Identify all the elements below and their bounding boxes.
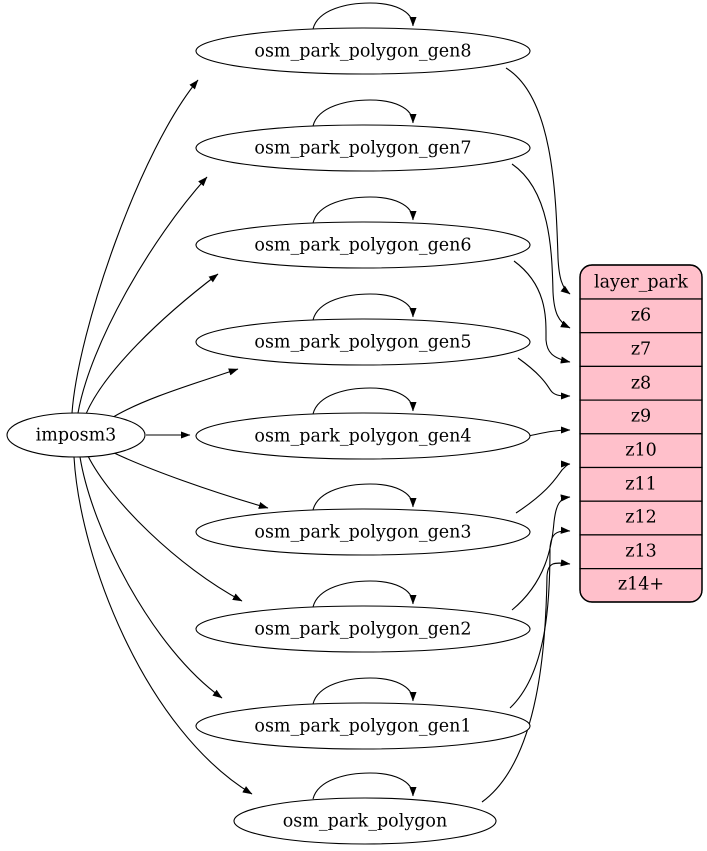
node-gen4-label: osm_park_polygon_gen4	[254, 427, 471, 447]
node-gen2-label: osm_park_polygon_gen2	[254, 620, 471, 640]
node-imposm3-shape[interactable]	[6, 412, 146, 458]
edge-gen8-to-z6	[505, 67, 571, 295]
node-gen5[interactable]: osm_park_polygon_gen5	[195, 318, 531, 366]
edge-imposm3-to-gen7	[77, 176, 208, 414]
layer-park-row-z12-cell[interactable]	[579, 500, 703, 536]
node-imposm3[interactable]: imposm3	[6, 412, 146, 458]
self-loop-gen6	[312, 196, 417, 224]
node-gen4[interactable]: osm_park_polygon_gen4	[195, 412, 531, 460]
edge-gen1-to-z13	[509, 526, 571, 709]
layer-park-row-z8-cell[interactable]	[579, 365, 703, 401]
node-gen3-shape[interactable]	[195, 508, 531, 556]
node-gen7-shape[interactable]	[195, 124, 531, 172]
edge-gen3-to-z11	[515, 460, 571, 514]
layer-park-row-z8-label: z8	[631, 374, 651, 394]
node-gen8-shape[interactable]	[195, 27, 531, 75]
layer-park-row-z10-label: z10	[625, 441, 657, 461]
node-gen6-label: osm_park_polygon_gen6	[254, 236, 471, 256]
edge-imposm3-to-gen8	[71, 79, 199, 414]
edge-gen2-to-z12	[511, 494, 571, 611]
node-gen1-shape[interactable]	[195, 702, 531, 750]
node-gen2[interactable]: osm_park_polygon_gen2	[195, 605, 531, 653]
node-imposm3-label: imposm3	[36, 426, 117, 446]
layer-park-row-z11-label: z11	[625, 475, 657, 495]
node-base[interactable]: osm_park_polygon	[233, 797, 497, 845]
self-loop-gen7	[312, 99, 417, 127]
edges-nodes-to-layer	[481, 67, 571, 803]
node-gen5-label: osm_park_polygon_gen5	[254, 333, 471, 353]
edges-imposm3-to-nodes	[71, 79, 269, 795]
layer-park-row-z9-label: z9	[631, 407, 651, 427]
node-gen4-shape[interactable]	[195, 412, 531, 460]
layer-park-row-z6-cell[interactable]	[579, 298, 703, 334]
layer-park-row-z7-label: z7	[631, 340, 651, 360]
edge-imposm3-to-gen5	[109, 368, 239, 420]
node-gen8[interactable]: osm_park_polygon_gen8	[195, 27, 531, 75]
layer-park-row-z6-label: z6	[631, 306, 651, 326]
edge-gen6-to-z8	[513, 260, 571, 364]
edge-imposm3-to-gen6	[85, 273, 219, 415]
self-loop-gen8	[312, 2, 417, 30]
edge-gen4-to-z10	[523, 426, 571, 438]
edge-imposm3-to-gen1	[79, 456, 223, 699]
node-base-label: osm_park_polygon	[283, 812, 447, 832]
node-gen1[interactable]: osm_park_polygon_gen1	[195, 702, 531, 750]
edge-imposm3-to-gen2	[87, 455, 243, 602]
node-gen6[interactable]: osm_park_polygon_gen6	[195, 221, 531, 269]
layer-park-row-z9-cell[interactable]	[579, 399, 703, 435]
self-loop-gen3	[312, 483, 417, 511]
node-gen7-label: osm_park_polygon_gen7	[254, 139, 471, 159]
self-loop-gen2	[312, 580, 417, 608]
node-gen6-shape[interactable]	[195, 221, 531, 269]
node-gen2-shape[interactable]	[195, 605, 531, 653]
self-loops	[312, 2, 417, 800]
edge-gen5-to-z9	[517, 357, 571, 400]
layer-park-row-z11-cell[interactable]	[579, 466, 703, 502]
node-gen1-label: osm_park_polygon_gen1	[254, 717, 471, 737]
node-base-shape[interactable]	[233, 797, 497, 845]
self-loop-base	[312, 772, 417, 800]
edge-base-to-z14	[481, 559, 571, 803]
layer-park-table-outline	[579, 264, 703, 603]
edge-gen7-to-z7	[511, 163, 571, 329]
node-gen3[interactable]: osm_park_polygon_gen3	[195, 508, 531, 556]
node-gen3-label: osm_park_polygon_gen3	[254, 523, 471, 543]
layer-park-row-z12-label: z12	[625, 508, 657, 528]
node-gen7[interactable]: osm_park_polygon_gen7	[195, 124, 531, 172]
self-loop-gen1	[312, 677, 417, 705]
node-gen5-shape[interactable]	[195, 318, 531, 366]
self-loop-gen4	[312, 387, 417, 415]
node-gen8-label: osm_park_polygon_gen8	[254, 42, 471, 62]
self-loop-gen5	[312, 293, 417, 321]
layer-park-table[interactable]: layer_park z6 z7 z8 z9 z10 z11 z12 z13 z…	[579, 264, 703, 603]
edge-imposm3-to-gen3	[111, 451, 269, 509]
edge-imposm3-to-base	[73, 456, 253, 795]
layer-park-row-z14-label: z14+	[618, 575, 664, 595]
layer-park-header-label: layer_park	[594, 273, 688, 293]
layer-park-row-z13-label: z13	[625, 542, 657, 562]
